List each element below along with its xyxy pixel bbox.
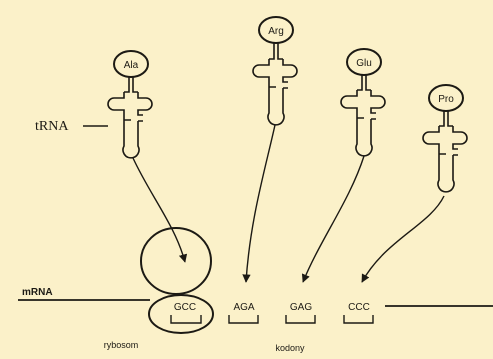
amino-acid-oval-glu <box>346 48 382 76</box>
amino-acid-label-arg: Arg <box>268 26 284 37</box>
arrow-arg-to-aga <box>242 124 276 283</box>
trna-body-arg <box>252 43 298 126</box>
codon-ccc: CCC <box>343 302 374 324</box>
amino-acid-label-pro: Pro <box>438 94 454 105</box>
ribosome-small-subunit <box>148 294 214 334</box>
arrow-pro-to-ccc <box>361 195 445 283</box>
codon-gcc: GCC <box>170 302 202 324</box>
codon-bracket-1 <box>228 315 259 324</box>
trna-label: tRNA <box>35 119 69 134</box>
ribosome-large-subunit <box>140 227 212 295</box>
amino-acid-oval-pro <box>428 84 464 112</box>
trna-body-glu <box>340 75 386 157</box>
codon-bracket-2 <box>285 315 316 324</box>
codon-bracket-3 <box>343 315 374 324</box>
codons-label: kodony <box>275 343 305 353</box>
arrow-glu-to-gag <box>301 155 365 283</box>
trna-ala: Ala <box>107 50 153 159</box>
mrna-label: mRNA <box>22 287 53 298</box>
trna-body-ala <box>107 77 153 159</box>
codon-gag: GAG <box>285 302 316 324</box>
ribosome-label: rybosom <box>104 340 139 350</box>
codon-label-0: GCC <box>174 302 196 313</box>
amino-acid-oval-ala <box>113 50 149 78</box>
trna-arg: Arg <box>252 16 298 126</box>
arrow-ala-to-gcc <box>132 157 188 263</box>
amino-acid-label-ala: Ala <box>124 60 139 71</box>
codon-label-2: GAG <box>290 302 312 313</box>
amino-acid-oval-arg <box>258 16 294 44</box>
codon-aga: AGA <box>228 302 259 324</box>
codon-bracket-0 <box>170 315 202 324</box>
codon-label-1: AGA <box>233 302 254 313</box>
codon-label-3: CCC <box>348 302 370 313</box>
trna-pro: Pro <box>422 84 468 193</box>
amino-acid-label-glu: Glu <box>356 58 372 69</box>
trna-glu: Glu <box>340 48 386 157</box>
trna-body-pro <box>422 111 468 193</box>
